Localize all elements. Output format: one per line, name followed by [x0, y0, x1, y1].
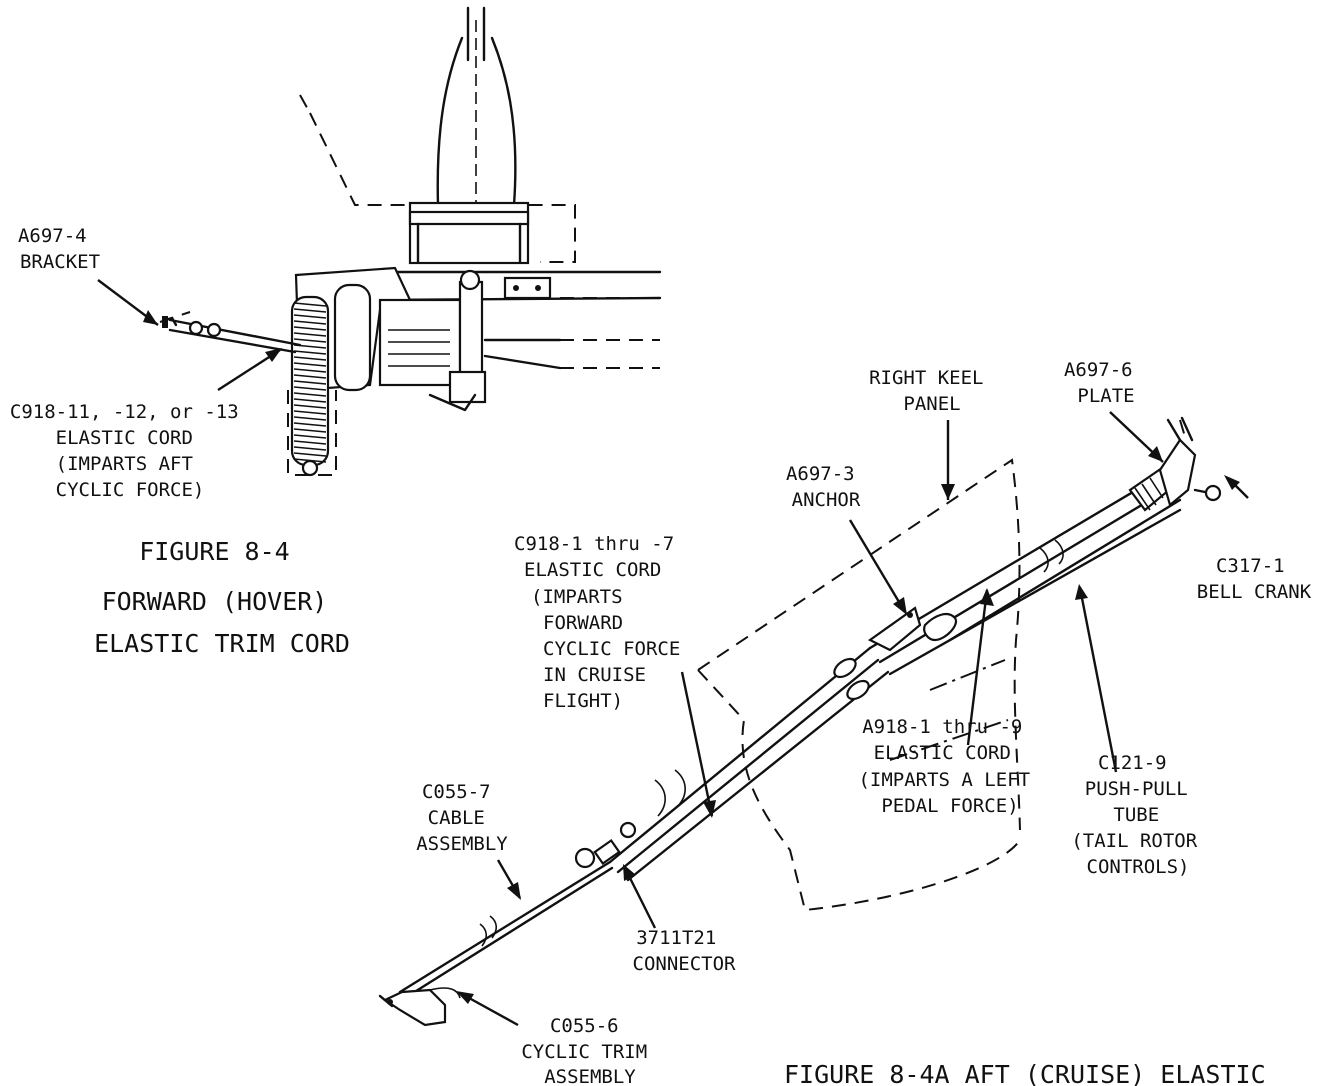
- spring-coil: [293, 404, 327, 409]
- spring-coil: [293, 440, 327, 445]
- spring-coil: [293, 314, 327, 319]
- spring-coil: [293, 320, 327, 325]
- spring-coil: [293, 452, 327, 457]
- label-c055-7: C055-7 CABLE ASSEMBLY: [416, 781, 508, 855]
- label-a697-6: A697-6 PLATE: [1064, 359, 1144, 407]
- spring-coil: [293, 434, 327, 439]
- spring-coil: [293, 356, 327, 361]
- label-c317-1: C317-1 BELL CRANK: [1197, 555, 1312, 603]
- spring-coil: [293, 368, 327, 373]
- spring-coil: [293, 308, 327, 313]
- spring-coil: [293, 392, 327, 397]
- caption-figure-8-4: FIGURE 8-4 FORWARD (HOVER) ELASTIC TRIM …: [94, 537, 350, 658]
- spring-coil: [293, 428, 327, 433]
- spring-coil: [293, 416, 327, 421]
- spring-coil: [293, 398, 327, 403]
- leader-arrows: [97, 279, 1249, 1027]
- figure-8-4a-drawing: [378, 416, 1222, 1027]
- caption-figure-8-4a: FIGURE 8-4A AFT (CRUISE) ELASTIC: [784, 1060, 1266, 1086]
- spring-coil: [293, 338, 327, 343]
- label-a697-4: A697-4 BRACKET: [18, 225, 100, 273]
- spring-coil: [293, 422, 327, 427]
- spring-coil: [293, 386, 327, 391]
- label-3711t21: 3711T21 CONNECTOR: [633, 927, 737, 975]
- label-c121-9: C121-9 PUSH-PULL TUBE (TAIL ROTOR CONTRO…: [1071, 752, 1208, 878]
- figure-8-4-drawing: [159, 6, 662, 477]
- spring-coil: [293, 374, 327, 379]
- spring-coil: [293, 410, 327, 415]
- label-c918-11: C918-11, -12, or -13 ELASTIC CORD (IMPAR…: [10, 401, 250, 501]
- spring-coil: [293, 380, 327, 385]
- label-a918-1: A918-1 thru -9 ELASTIC CORD (IMPARTS A L…: [858, 716, 1041, 817]
- spring-coil: [293, 302, 327, 307]
- label-c918-1: C918-1 thru -7 ELASTIC CORD (IMPARTS FOR…: [514, 533, 692, 712]
- spring-coil: [293, 332, 327, 337]
- label-right-keel-panel: RIGHT KEEL PANEL: [869, 367, 995, 415]
- part-labels: A697-4 BRACKET C918-11, -12, or -13 ELAS…: [10, 225, 1312, 1086]
- figure-captions: FIGURE 8-4 FORWARD (HOVER) ELASTIC TRIM …: [94, 537, 1266, 1086]
- label-c055-6: C055-6 CYCLIC TRIM ASSEMBLY: [521, 1015, 658, 1086]
- spring-coil: [293, 362, 327, 367]
- spring-coil: [293, 350, 327, 355]
- spring-coil: [293, 446, 327, 451]
- spring-coil: [293, 326, 327, 331]
- label-a697-3: A697-3 ANCHOR: [786, 463, 866, 511]
